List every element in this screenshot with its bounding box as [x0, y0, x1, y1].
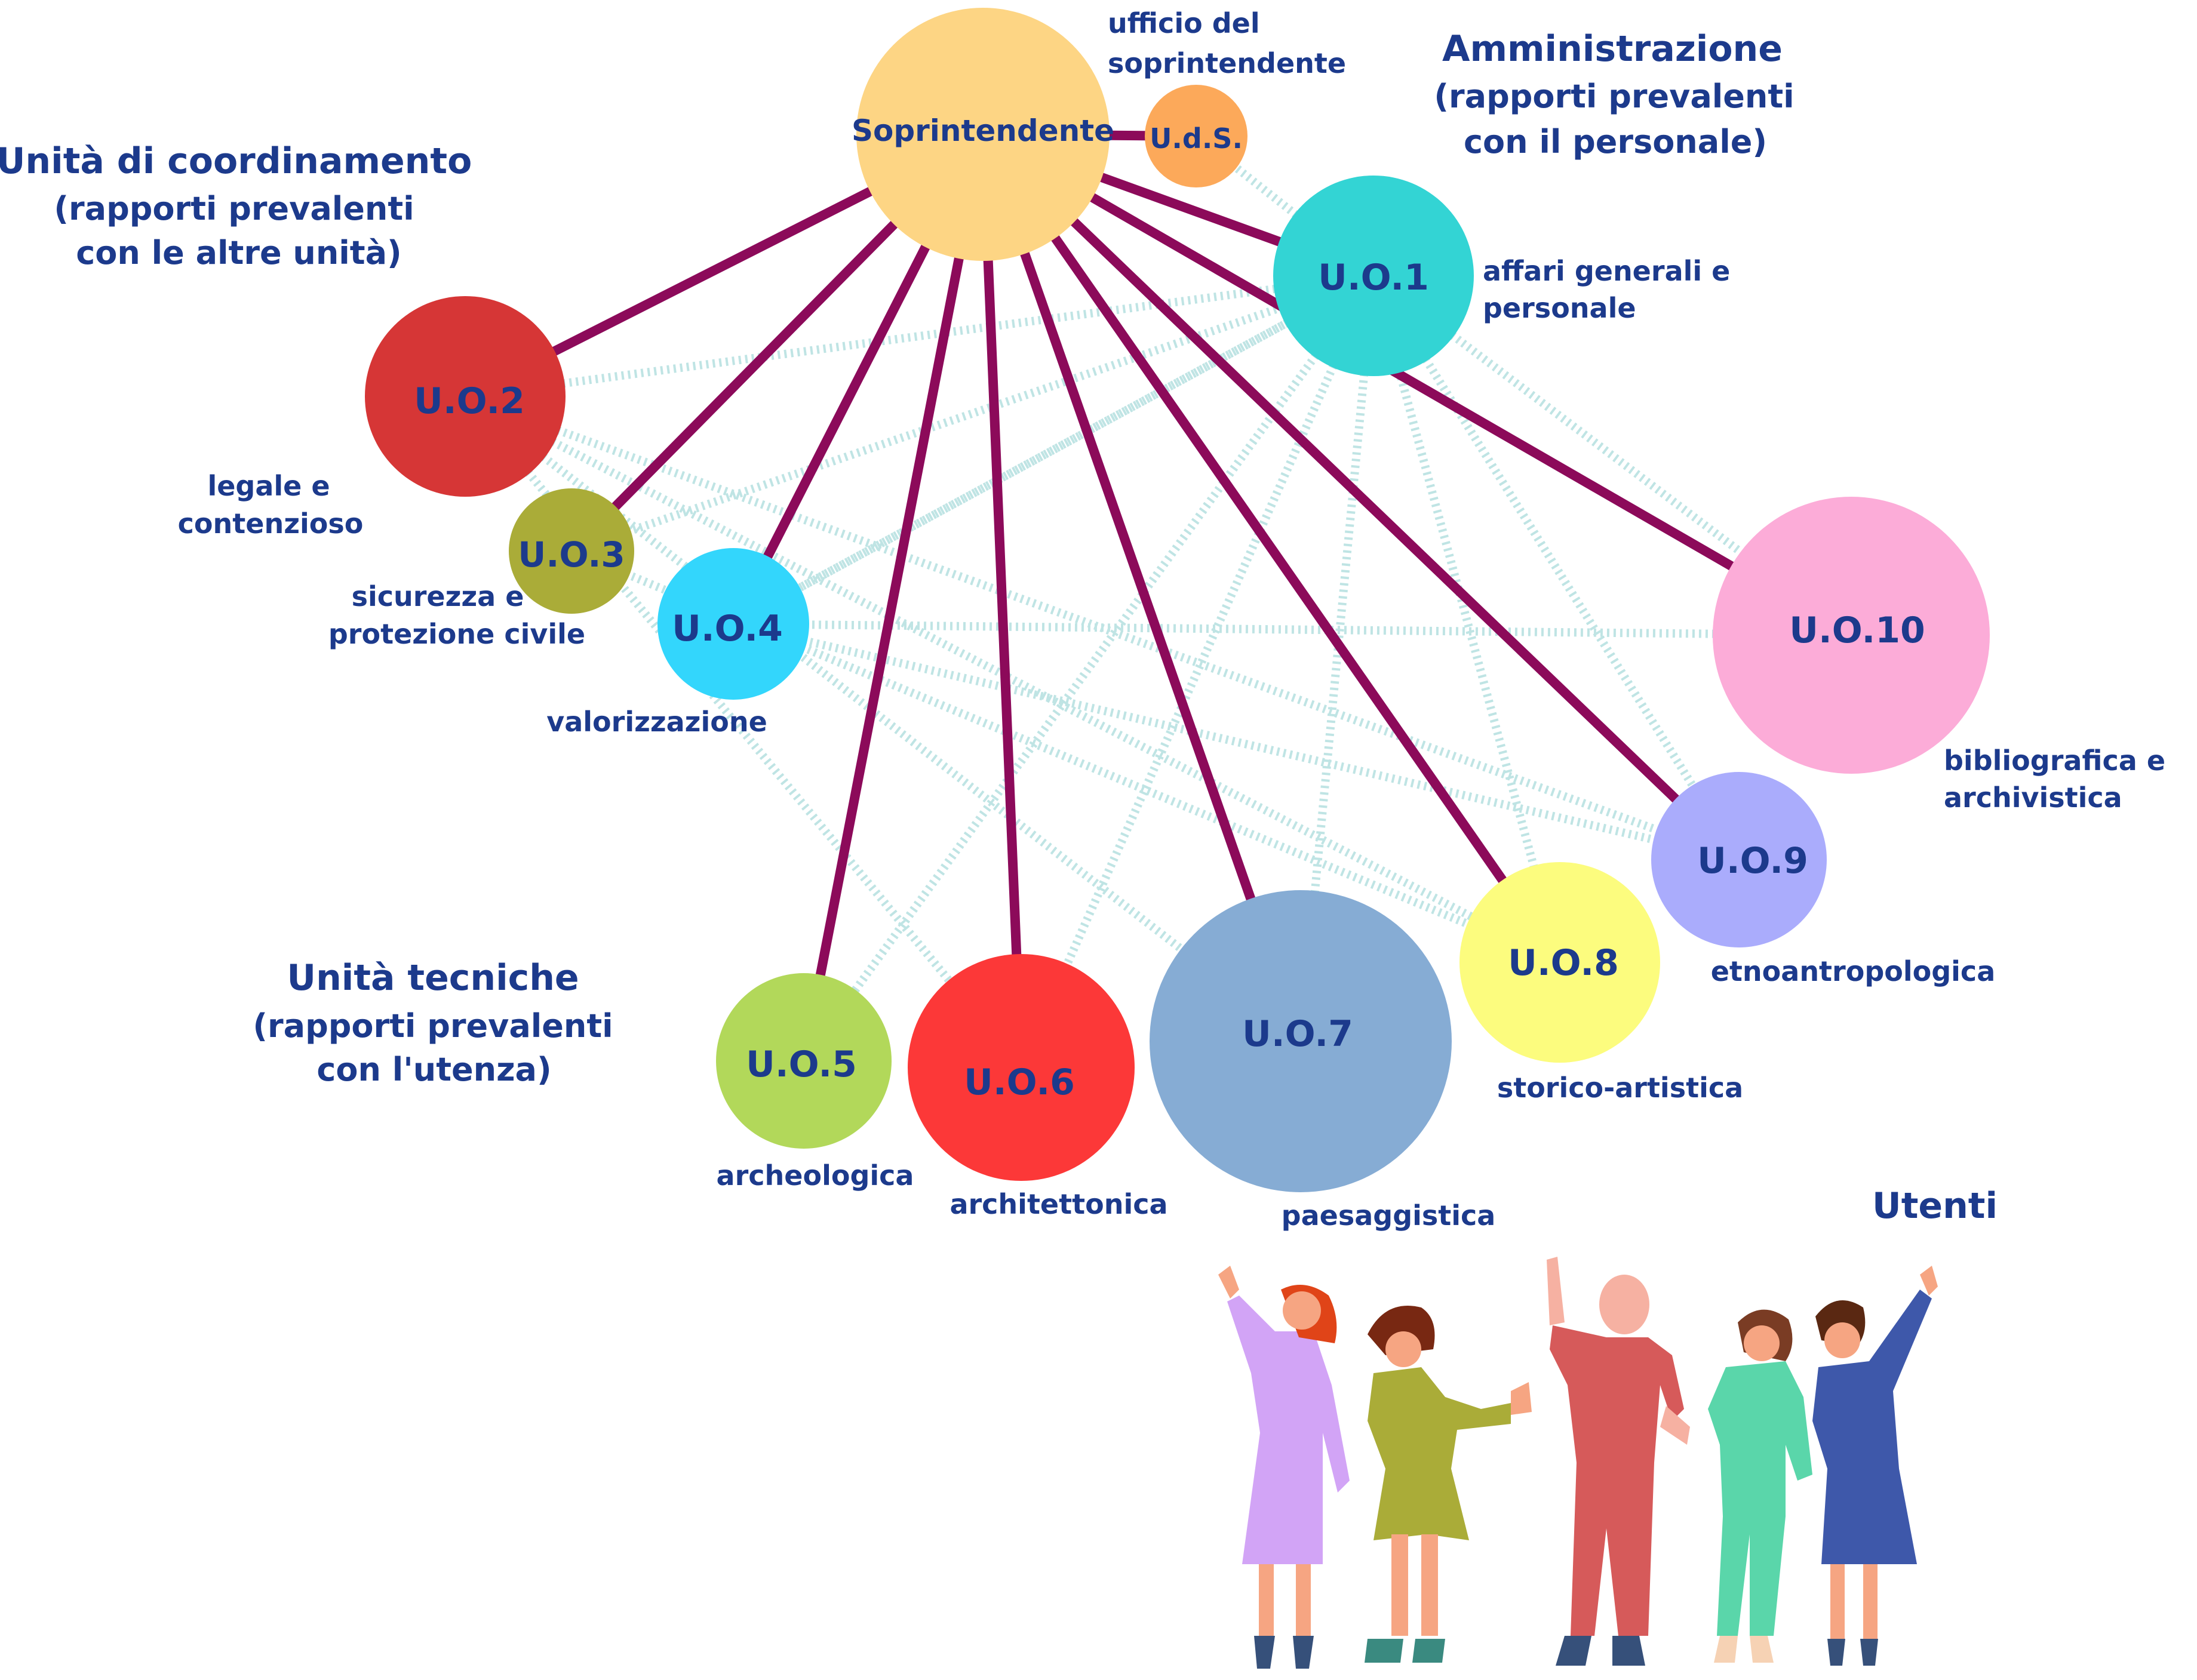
person-red: [1547, 1257, 1690, 1666]
header-amministrazione-title: Amministrazione: [1442, 28, 1783, 70]
desc-uo3-line1: sicurezza e: [352, 580, 524, 613]
header-amministrazione: Amministrazione (rapporti prevalenti con…: [1434, 28, 1794, 161]
header-tecniche: Unità tecniche (rapporti prevalenti con …: [253, 957, 613, 1088]
node-uo6-label: U.O.6: [964, 1061, 1075, 1103]
connector-uo4: [768, 247, 926, 556]
person-olive: [1365, 1306, 1532, 1663]
desc-uo2-line2: contenzioso: [178, 507, 364, 540]
node-uo6[interactable]: U.O.6: [908, 954, 1135, 1181]
header-utenti: Utenti: [1872, 1185, 1998, 1227]
header-coordinamento-line3: con le altre unità): [76, 234, 401, 272]
person-teal: [1708, 1310, 1812, 1663]
desc-uo3-line2: protezione civile: [328, 618, 585, 650]
desc-uo7: paesaggistica: [1282, 1199, 1496, 1232]
desc-uo6: architettonica: [950, 1188, 1167, 1220]
node-uo4-label: U.O.4: [672, 608, 783, 650]
dashed-link-uo4-uo10: [733, 624, 1851, 635]
node-uo8-label: U.O.8: [1508, 942, 1619, 984]
node-uo7[interactable]: U.O.7: [1150, 890, 1452, 1192]
header-amministrazione-line2: (rapporti prevalenti: [1434, 78, 1794, 115]
desc-uo5: archeologica: [717, 1159, 914, 1192]
header-tecniche-line2: (rapporti prevalenti: [253, 1007, 613, 1045]
node-uo5-label: U.O.5: [746, 1044, 857, 1085]
node-uo1-label: U.O.1: [1318, 257, 1429, 299]
node-uo10[interactable]: U.O.10: [1713, 497, 1990, 774]
desc-uo1-line1: affari generali e: [1483, 255, 1730, 287]
node-uo10-label: U.O.10: [1789, 610, 1925, 651]
connector-uo5: [821, 259, 959, 975]
node-uo9[interactable]: U.O.9: [1651, 772, 1827, 947]
connector-uo2: [555, 192, 870, 351]
node-uds[interactable]: U.d.S.: [1145, 85, 1247, 187]
header-amministrazione-line3: con il personale): [1464, 123, 1767, 161]
node-uo2-label: U.O.2: [414, 380, 525, 422]
node-uo3[interactable]: U.O.3: [509, 488, 634, 614]
person-blue: [1812, 1266, 1938, 1666]
node-uo7-label: U.O.7: [1242, 1013, 1353, 1055]
node-uo9-label: U.O.9: [1697, 840, 1808, 882]
desc-uo10-line2: archivistica: [1944, 781, 2122, 814]
node-soprintendente-label: Soprintendente: [852, 113, 1114, 148]
node-uo8[interactable]: U.O.8: [1459, 862, 1660, 1063]
person-lilac: [1218, 1266, 1350, 1669]
header-coordinamento-title: Unità di coordinamento: [0, 140, 472, 182]
header-coordinamento: Unità di coordinamento (rapporti prevale…: [0, 140, 472, 272]
node-uo5[interactable]: U.O.5: [716, 973, 892, 1149]
node-uo4[interactable]: U.O.4: [657, 548, 809, 700]
desc-uo8: storico-artistica: [1497, 1072, 1743, 1104]
node-uds-label: U.d.S.: [1150, 122, 1243, 155]
header-tecniche-line3: con l'utenza): [317, 1051, 551, 1088]
header-coordinamento-line2: (rapporti prevalenti: [54, 190, 414, 227]
desc-uo2-line1: legale e: [207, 470, 330, 502]
desc-uo4: valorizzazione: [546, 706, 767, 738]
node-uo2[interactable]: U.O.2: [365, 296, 566, 497]
node-uo1[interactable]: U.O.1: [1273, 176, 1474, 376]
desc-uo10-line1: bibliografica e: [1944, 744, 2165, 777]
desc-uds-line2: soprintendente: [1108, 47, 1346, 79]
header-tecniche-title: Unità tecniche: [287, 957, 579, 999]
connector-uo6: [988, 261, 1017, 954]
desc-uo9: etnoantropologica: [1711, 955, 1996, 987]
desc-uo1-line2: personale: [1483, 292, 1636, 324]
connector-uo3: [616, 224, 894, 506]
users-illustration: [1218, 1257, 1938, 1669]
desc-uds-line1: ufficio del: [1108, 7, 1260, 39]
dashed-link-uo3-uo1: [571, 276, 1373, 551]
node-uo3-label: U.O.3: [518, 534, 625, 575]
